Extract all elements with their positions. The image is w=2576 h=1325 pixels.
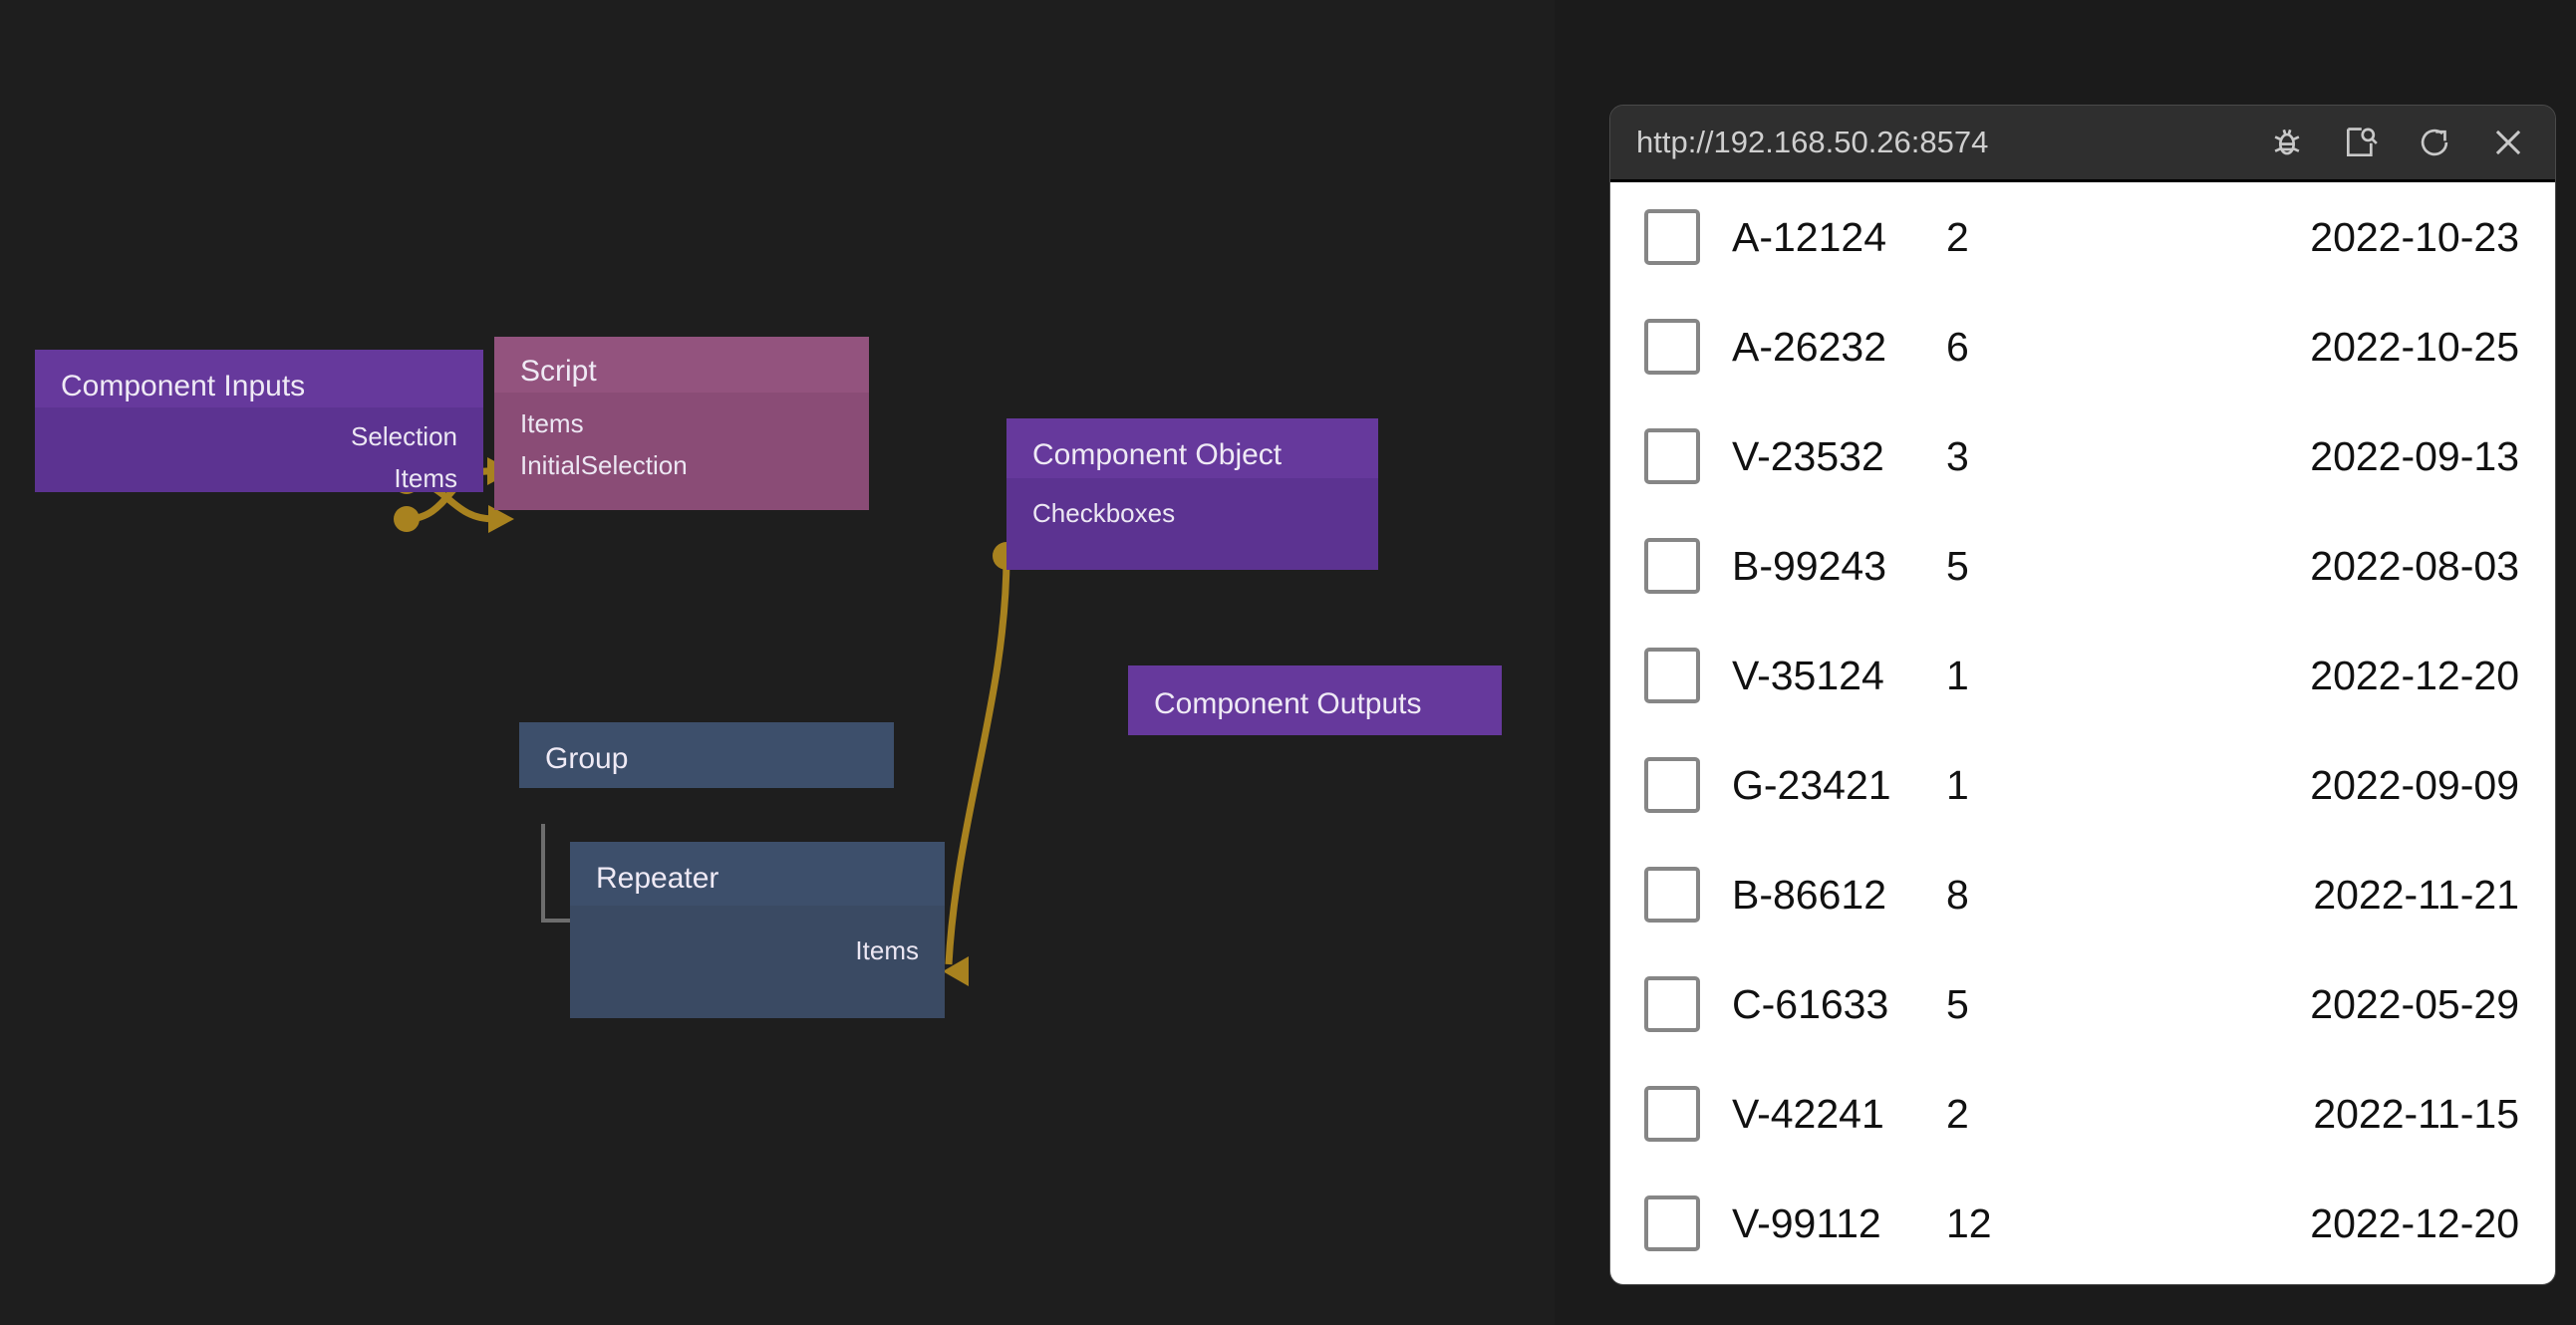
node-title: Script [494, 337, 869, 393]
cell-quantity: 5 [1946, 542, 1969, 589]
port-selection[interactable]: Selection [351, 421, 457, 451]
node-group[interactable]: Group [519, 722, 894, 788]
cell-date: 2022-11-21 [2313, 871, 2519, 918]
node-title: Component Outputs [1128, 665, 1502, 735]
row-checkbox[interactable] [1644, 757, 1700, 813]
table-row[interactable]: V-42241 2 2022-11-15 [1610, 1059, 2555, 1169]
node-title: Component Object [1006, 418, 1378, 478]
cell-quantity: 3 [1946, 432, 1969, 479]
cell-id: V-99112 [1732, 1199, 1881, 1246]
cell-date: 2022-05-29 [2310, 980, 2519, 1027]
table-row[interactable]: V-35124 1 2022-12-20 [1610, 621, 2555, 730]
cell-id: G-23421 [1732, 761, 1891, 808]
cell-id: B-86612 [1732, 871, 1887, 918]
table-row[interactable]: C-61633 5 2022-05-29 [1610, 949, 2555, 1059]
cell-date: 2022-08-03 [2310, 542, 2519, 589]
cell-id: A-26232 [1732, 323, 1887, 370]
table-row[interactable]: V-99112 12 2022-12-20 [1610, 1169, 2555, 1278]
panel-divider [1610, 179, 2555, 182]
node-title: Group [519, 722, 894, 788]
node-component-inputs[interactable]: Component Inputs Selection Items [35, 350, 483, 492]
node-script[interactable]: Script Items InitialSelection [494, 337, 869, 510]
cell-date: 2022-10-23 [2310, 213, 2519, 260]
cell-id: C-61633 [1732, 980, 1889, 1027]
port-items[interactable]: Items [394, 463, 457, 493]
cell-quantity: 2 [1946, 1090, 1969, 1137]
cell-quantity: 1 [1946, 761, 1969, 808]
node-component-outputs[interactable]: Component Outputs [1128, 665, 1502, 735]
node-body: Selection Items [35, 407, 483, 492]
table-row[interactable]: A-26232 6 2022-10-25 [1610, 292, 2555, 401]
connection-links [394, 457, 1020, 986]
row-checkbox[interactable] [1644, 428, 1700, 484]
close-icon[interactable] [2489, 124, 2527, 161]
url-text[interactable]: http://192.168.50.26:8574 [1636, 125, 1989, 159]
cell-quantity: 1 [1946, 652, 1969, 698]
cell-date: 2022-09-09 [2310, 761, 2519, 808]
port-initialselection[interactable]: InitialSelection [520, 450, 688, 480]
inspect-page-icon[interactable] [2342, 124, 2380, 161]
node-body: Items [570, 906, 945, 1018]
table-row[interactable]: B-86612 8 2022-11-21 [1610, 840, 2555, 949]
cell-date: 2022-11-15 [2313, 1090, 2519, 1137]
node-body: Items InitialSelection [494, 393, 869, 510]
panel-toolbar: http://192.168.50.26:8574 [1610, 106, 2555, 179]
cell-quantity: 2 [1946, 213, 1969, 260]
row-checkbox[interactable] [1644, 538, 1700, 594]
cell-id: V-42241 [1732, 1090, 1884, 1137]
node-title: Component Inputs [35, 350, 483, 407]
debug-icon[interactable] [2268, 124, 2306, 161]
table-row[interactable]: V-23532 3 2022-09-13 [1610, 401, 2555, 511]
cell-id: B-99243 [1732, 542, 1887, 589]
row-checkbox[interactable] [1644, 1195, 1700, 1251]
port-items[interactable]: Items [520, 408, 584, 438]
cell-date: 2022-12-20 [2310, 1199, 2519, 1246]
table-row[interactable]: B-99243 5 2022-08-03 [1610, 511, 2555, 621]
reload-icon[interactable] [2416, 124, 2453, 161]
node-component-object[interactable]: Component Object Checkboxes [1006, 418, 1378, 570]
table-row[interactable]: G-23421 1 2022-09-09 [1610, 730, 2555, 840]
row-checkbox[interactable] [1644, 209, 1700, 265]
cell-date: 2022-12-20 [2310, 652, 2519, 698]
cell-quantity: 8 [1946, 871, 1969, 918]
cell-id: V-23532 [1732, 432, 1884, 479]
row-checkbox[interactable] [1644, 976, 1700, 1032]
port-items[interactable]: Items [855, 935, 919, 965]
node-repeater[interactable]: Repeater Items [570, 842, 945, 1018]
row-checkbox[interactable] [1644, 1086, 1700, 1142]
row-checkbox[interactable] [1644, 319, 1700, 375]
cell-date: 2022-10-25 [2310, 323, 2519, 370]
group-tree-connector [541, 824, 589, 923]
port-checkboxes[interactable]: Checkboxes [1032, 498, 1176, 528]
row-checkbox[interactable] [1644, 648, 1700, 703]
designer-canvas[interactable]: Component Inputs Selection Items Script … [0, 0, 1555, 1325]
table-row[interactable]: A-12124 2 2022-10-23 [1610, 182, 2555, 292]
cell-quantity: 12 [1946, 1199, 1992, 1246]
node-body: Checkboxes [1006, 478, 1378, 570]
panel-action-buttons [2268, 124, 2527, 161]
cell-quantity: 6 [1946, 323, 1969, 370]
cell-id: A-12124 [1732, 213, 1887, 260]
cell-id: V-35124 [1732, 652, 1884, 698]
node-title: Repeater [570, 842, 945, 906]
cell-quantity: 5 [1946, 980, 1969, 1027]
row-checkbox[interactable] [1644, 867, 1700, 923]
cell-date: 2022-09-13 [2310, 432, 2519, 479]
browser-preview-panel[interactable]: http://192.168.50.26:8574 [1609, 105, 2556, 1285]
